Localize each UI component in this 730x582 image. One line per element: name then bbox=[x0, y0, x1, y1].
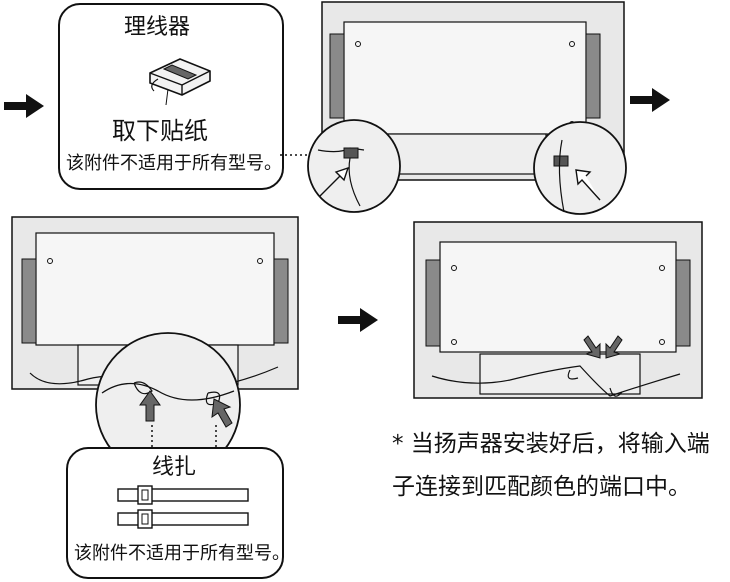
cable-holder-icon bbox=[149, 58, 211, 106]
tv-back-top bbox=[307, 1, 627, 215]
leader-line bbox=[280, 154, 320, 156]
leader-lines bbox=[151, 425, 217, 449]
cable-tie-title: 线扎 bbox=[152, 455, 197, 480]
cable-tie-icon bbox=[117, 485, 249, 529]
footnote-line-1: * 当扬声器安装好后，将输入端 bbox=[392, 431, 710, 457]
cable-holder-note: 该附件不适用于所有型号。 bbox=[66, 153, 282, 174]
right-arrow-icon bbox=[630, 88, 670, 112]
footnote-line-2: 子连接到匹配颜色的端口中。 bbox=[392, 474, 691, 500]
remove-sticker-label: 取下贴纸 bbox=[112, 117, 208, 145]
tv-back-left bbox=[11, 216, 299, 475]
cable-holder-title: 理线器 bbox=[124, 15, 191, 40]
cable-holder-callout: 理线器 取下贴纸 该附件不适用于所有型号。 bbox=[58, 3, 284, 190]
cable-tie-callout: 线扎 该附件不适用于所有型号。 bbox=[66, 447, 290, 579]
tv-back-right bbox=[413, 221, 703, 399]
right-arrow-icon bbox=[338, 308, 378, 332]
right-arrow-icon bbox=[4, 94, 44, 118]
cable-tie-note: 该附件不适用于所有型号。 bbox=[74, 543, 290, 564]
